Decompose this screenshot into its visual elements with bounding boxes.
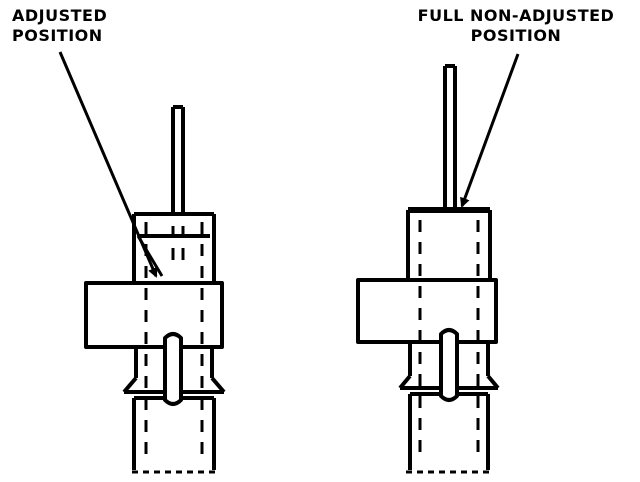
non-adjusted-leader-arrow <box>460 53 520 208</box>
adjusted-label-line-2: POSITION <box>12 26 103 45</box>
non-adjusted-upper-sleeve <box>406 207 492 282</box>
non-adjusted-collar <box>356 278 498 344</box>
non-adjusted-assembly <box>356 64 500 474</box>
non-adjusted-label-line-1: FULL NON-ADJUSTED <box>417 6 615 25</box>
non-adjusted-hidden-lines <box>418 220 480 462</box>
adjusted-pin <box>163 332 183 406</box>
adjusted-collar <box>84 281 224 349</box>
non-adjusted-rod <box>443 64 457 210</box>
non-adjusted-pin <box>439 328 459 402</box>
adjusted-rod <box>171 105 185 214</box>
adjusted-position-label: ADJUSTED POSITION <box>12 6 107 46</box>
adjusted-label-line-1: ADJUSTED <box>12 6 108 25</box>
non-adjusted-position-label: FULL NON-ADJUSTED POSITION <box>396 6 636 46</box>
non-adjusted-label-line-2: POSITION <box>470 26 562 45</box>
adjusted-leader-arrow <box>58 51 158 278</box>
adjusted-hidden-lines <box>144 222 204 462</box>
